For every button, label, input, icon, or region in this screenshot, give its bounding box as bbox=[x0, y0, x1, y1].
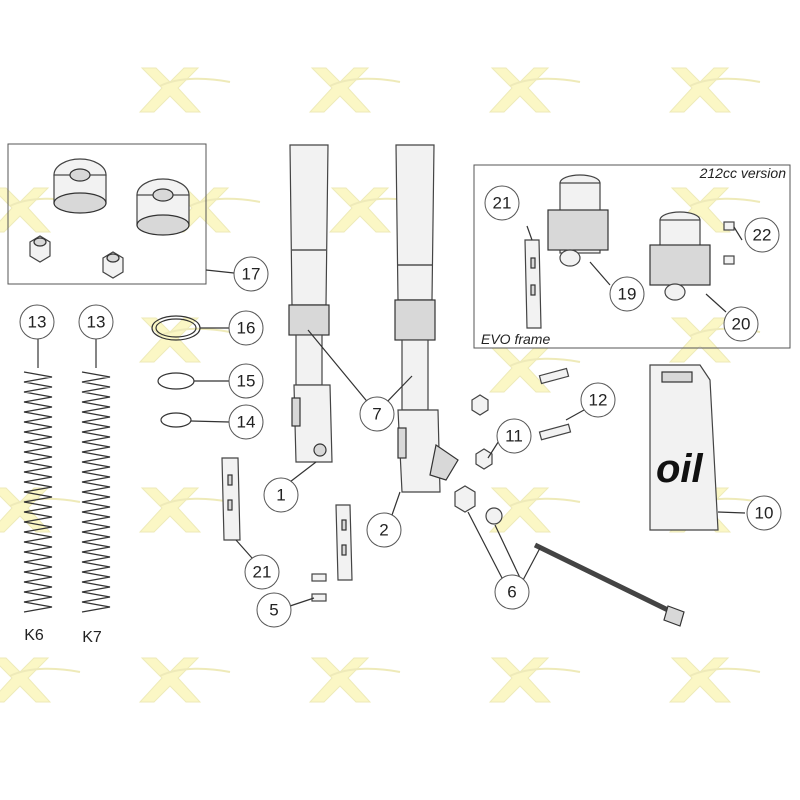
callout-13-k6: 13 bbox=[19, 304, 55, 340]
svg-text:21: 21 bbox=[253, 563, 272, 582]
svg-text:19: 19 bbox=[618, 285, 637, 304]
watermark-logo bbox=[669, 657, 761, 703]
svg-text:10: 10 bbox=[755, 504, 774, 523]
bracket-21-left bbox=[221, 457, 241, 541]
callout-12: 12 bbox=[580, 382, 616, 418]
watermark-logo bbox=[139, 67, 231, 113]
callout-14: 14 bbox=[228, 404, 264, 440]
callout-22: 22 bbox=[744, 217, 780, 253]
spring-label-k7: K7 bbox=[82, 629, 102, 646]
fork-leg-left bbox=[288, 144, 333, 463]
svg-text:2: 2 bbox=[379, 521, 388, 540]
fork-leg-right bbox=[394, 144, 459, 493]
callout-21: 21 bbox=[244, 554, 280, 590]
seal-16-inner bbox=[155, 318, 197, 338]
svg-text:16: 16 bbox=[237, 319, 256, 338]
callout-19: 19 bbox=[609, 276, 645, 312]
callout-15: 15 bbox=[228, 363, 264, 399]
watermark-logo bbox=[309, 657, 401, 703]
callout-6: 6 bbox=[494, 574, 530, 610]
fork-cap-left bbox=[53, 158, 107, 214]
bolt-12-lower bbox=[538, 423, 572, 441]
watermark-layer bbox=[0, 67, 761, 703]
evo-frame-caption: EVO frame bbox=[481, 331, 550, 347]
callout-13-k7: 13 bbox=[78, 304, 114, 340]
fork-cap-right bbox=[136, 178, 190, 236]
svg-text:14: 14 bbox=[237, 413, 256, 432]
svg-text:13: 13 bbox=[87, 313, 106, 332]
watermark-logo bbox=[489, 487, 581, 533]
watermark-logo bbox=[489, 657, 581, 703]
ring-15 bbox=[157, 372, 195, 390]
axle-6 bbox=[454, 485, 685, 627]
nut-11 bbox=[471, 394, 493, 470]
watermark-logo bbox=[139, 487, 231, 533]
callout-17: 17 bbox=[233, 256, 269, 292]
callout-7: 7 bbox=[359, 396, 395, 432]
callout-1: 1 bbox=[263, 477, 299, 513]
watermark-logo bbox=[669, 67, 761, 113]
watermark-logo bbox=[139, 657, 231, 703]
svg-text:12: 12 bbox=[589, 391, 608, 410]
oil-label: oil bbox=[656, 447, 704, 491]
callout-10: 10 bbox=[746, 495, 782, 531]
svg-text:15: 15 bbox=[237, 372, 256, 391]
svg-text:7: 7 bbox=[372, 405, 381, 424]
callout-2: 2 bbox=[366, 512, 402, 548]
spring-k7 bbox=[81, 338, 111, 613]
caliper-19 bbox=[547, 174, 609, 267]
caliper-20 bbox=[649, 211, 711, 301]
svg-text:17: 17 bbox=[242, 265, 261, 284]
svg-text:20: 20 bbox=[732, 315, 751, 334]
watermark-logo bbox=[309, 67, 401, 113]
callout-16: 16 bbox=[228, 310, 264, 346]
svg-text:6: 6 bbox=[507, 583, 516, 602]
ring-14 bbox=[160, 412, 192, 428]
svg-text:13: 13 bbox=[28, 313, 47, 332]
callout-20: 20 bbox=[723, 306, 759, 342]
bolt-22 bbox=[723, 221, 735, 265]
bolt-12-upper bbox=[538, 367, 570, 385]
nut-right bbox=[102, 251, 124, 279]
caps-box bbox=[7, 143, 207, 285]
svg-text:5: 5 bbox=[269, 601, 278, 620]
bracket-21-evo bbox=[524, 239, 542, 329]
spring-k6 bbox=[23, 338, 53, 613]
nut-left bbox=[29, 235, 51, 263]
svg-text:22: 22 bbox=[753, 226, 772, 245]
svg-text:21: 21 bbox=[493, 194, 512, 213]
callout-5: 5 bbox=[256, 592, 292, 628]
watermark-logo bbox=[489, 67, 581, 113]
callout-11: 11 bbox=[496, 418, 532, 454]
version-212cc-caption: 212cc version bbox=[699, 165, 787, 181]
version-212cc-box bbox=[473, 164, 791, 349]
screw-5 bbox=[311, 573, 327, 602]
svg-text:11: 11 bbox=[505, 427, 523, 446]
spring-label-k6: K6 bbox=[24, 627, 44, 644]
callout-21-evo: 21 bbox=[484, 185, 520, 221]
bracket-21-right bbox=[335, 504, 353, 581]
svg-text:1: 1 bbox=[276, 486, 285, 505]
watermark-logo bbox=[0, 657, 81, 703]
oil-bottle: oil bbox=[649, 364, 719, 531]
